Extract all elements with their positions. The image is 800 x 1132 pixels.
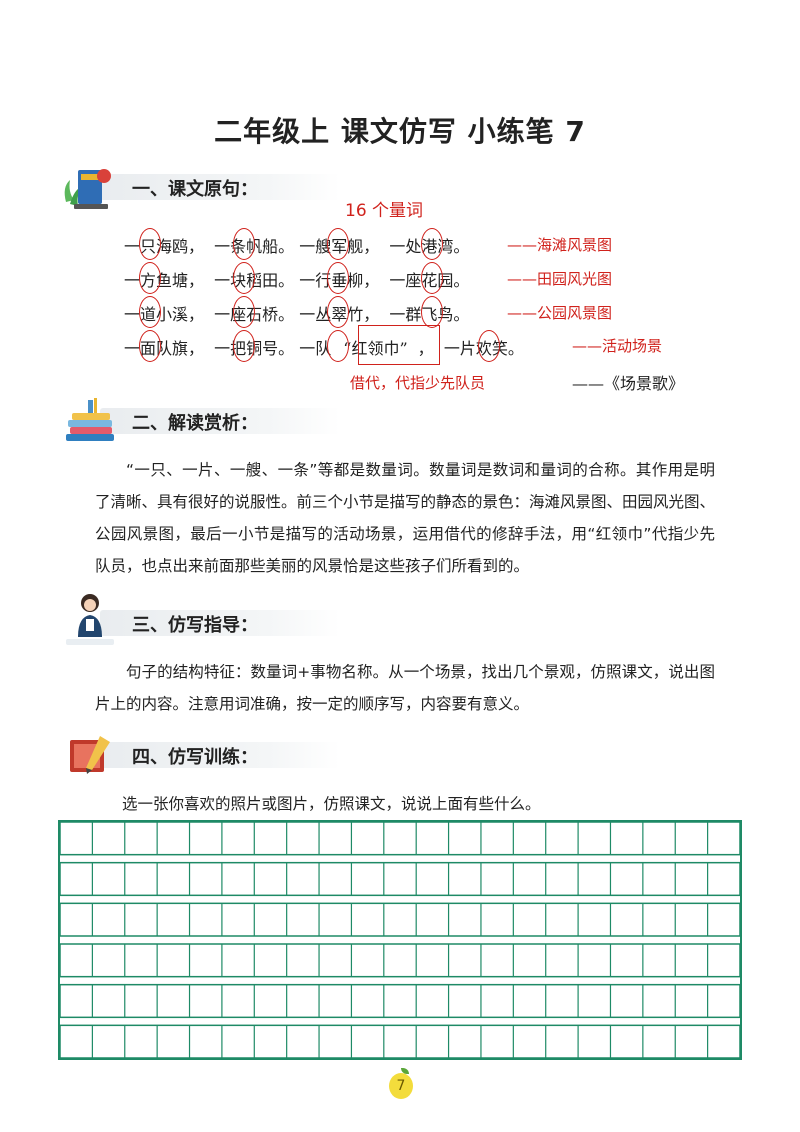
section-header-analysis: 二、解读赏析： [60,396,740,444]
teacher-icon [66,594,114,645]
red-scarf-box [358,325,440,365]
measure-word-circle [478,330,500,362]
section-header-practice: 四、仿写训练： [60,730,740,778]
section-1-label: 一、课文原句： [132,179,258,200]
measure-word-circle [139,228,161,260]
measure-word-circle [421,262,443,294]
section-4-label: 四、仿写训练： [132,747,258,768]
grid-row [60,902,740,937]
analysis-paragraph: “一只、一片、一艘、一条”等都是数量词。数量词是数词和量词的合称。其作用是明了清… [95,461,716,575]
scene-label-1: ——海滩风景图 [507,236,613,254]
measure-word-circle [139,330,161,362]
measure-word-circle [421,296,443,328]
original-line-4: 一面队旗， 一把铜号。 一队“红领巾”， 一片欢笑。 [124,339,524,358]
original-line-2: 一方鱼塘， 一块稻田。 一行垂柳， 一座花园。 [124,271,470,290]
measure-word-circle [233,330,255,362]
measure-word-circle [139,262,161,294]
leaf-icon [401,1068,409,1074]
measure-word-circle [233,296,255,328]
grid-row [60,861,740,897]
measure-word-circle [233,228,255,260]
practice-prompt: 选一张你喜欢的照片或图片，仿照课文，说说上面有些什么。 [122,795,541,813]
note-16-measure-words: 16 个量词 [345,201,424,221]
measure-word-circle [327,262,349,294]
grid-row [60,822,740,856]
measure-word-circle [139,296,161,328]
original-line-1: 一只海鸥， 一条帆船。 一艘军舰， 一处港湾。 [124,237,470,256]
grid-row [60,943,740,978]
section-header-guide: 三、仿写指导： [60,594,740,646]
page-title: 二年级上 课文仿写 小练笔 7 [214,115,586,148]
scene-label-4: ——活动场景 [572,337,663,355]
guide-paragraph: 句子的结构特征：数量词+事物名称。从一个场景，找出几个景观，仿照课文，说出图片上… [95,663,715,713]
book-stack-icon [66,398,114,441]
scene-label-2: ——田园风光图 [507,270,613,288]
notebook-pencil-icon [70,736,110,774]
grid-row [60,983,740,1019]
measure-word-circle [327,296,349,328]
section-header-original: 一、课文原句： [60,162,740,210]
writing-grid[interactable] [58,820,742,1060]
books-globe-icon [64,169,111,209]
metonymy-note: 借代，代指少先队员 [350,374,486,392]
measure-word-circle [327,330,349,362]
original-line-3: 一道小溪， 一座石桥。 一丛翠竹， 一群飞鸟。 [124,305,470,324]
measure-word-circle [233,262,255,294]
section-2-label: 二、解读赏析： [132,413,258,434]
source-citation: ——《场景歌》 [572,374,685,393]
page-number: 7 [389,1073,413,1099]
scene-label-3: ——公园风景图 [507,304,613,322]
measure-word-circle [327,228,349,260]
grid-row [60,1024,740,1058]
section-3-label: 三、仿写指导： [132,615,258,636]
measure-word-circle [421,228,443,260]
